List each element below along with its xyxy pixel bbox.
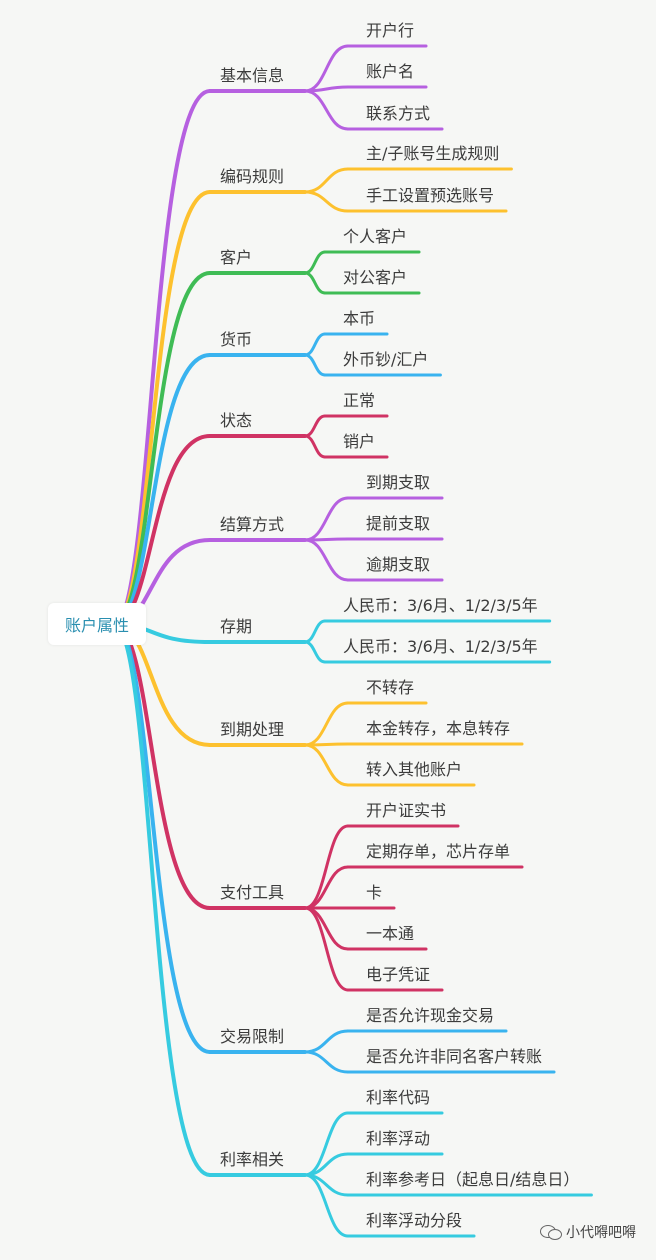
branch-label[interactable]: 到期处理 (220, 720, 284, 739)
leaf-label[interactable]: 到期支取 (366, 473, 430, 492)
leaf-label[interactable]: 逾期支取 (366, 555, 430, 574)
leaf-connector (303, 44, 350, 93)
branch-label[interactable]: 结算方式 (220, 515, 284, 534)
leaf-label[interactable]: 人民币：3/6月、1/2/3/5年 (343, 596, 538, 615)
leaf-label[interactable]: 利率代码 (366, 1088, 430, 1107)
branch-label[interactable]: 编码规则 (220, 167, 284, 186)
branch-label[interactable]: 状态 (220, 411, 252, 430)
leaf-label[interactable]: 开户证实书 (366, 801, 446, 820)
leaf-label[interactable]: 联系方式 (366, 104, 430, 123)
branch-label[interactable]: 交易限制 (220, 1027, 284, 1046)
leaf-label[interactable]: 不转存 (366, 678, 414, 697)
leaf-label[interactable]: 手工设置预选账号 (366, 186, 494, 205)
leaf-connector (303, 1029, 350, 1054)
leaf-connector (303, 824, 350, 910)
branch-label[interactable]: 客户 (220, 248, 252, 267)
leaf-label[interactable]: 人民币：3/6月、1/2/3/5年 (343, 637, 538, 656)
watermark-text: 小代嘚吧嘚 (566, 1225, 636, 1241)
root-node[interactable]: 账户属性 (48, 603, 146, 645)
leaf-label[interactable]: 提前支取 (366, 514, 430, 533)
leaf-label[interactable]: 外币钞/汇户 (343, 350, 428, 369)
leaf-connector (303, 353, 327, 377)
leaf-connector (303, 250, 327, 275)
leaf-connector (303, 1050, 350, 1074)
branch-label[interactable]: 货币 (220, 330, 252, 349)
branch-label[interactable]: 存期 (220, 617, 252, 636)
connector-lines (112, 44, 593, 1238)
leaf-label[interactable]: 本金转存，本息转存 (366, 719, 510, 738)
leaf-label[interactable]: 转入其他账户 (366, 760, 462, 779)
leaf-label[interactable]: 正常 (343, 391, 375, 410)
leaf-label[interactable]: 一本通 (366, 924, 414, 943)
leaf-connector (303, 743, 350, 787)
leaf-label[interactable]: 卡 (366, 883, 382, 902)
leaf-connector (303, 865, 350, 910)
root-label: 账户属性 (64, 616, 129, 635)
leaf-connector (303, 906, 350, 951)
leaf-connector (303, 434, 327, 459)
branch-connector (112, 622, 212, 1177)
leaf-label[interactable]: 销户 (343, 432, 375, 451)
leaf-connector (303, 414, 327, 438)
leaf-label[interactable]: 本币 (343, 309, 375, 328)
leaf-label[interactable]: 开户行 (366, 21, 414, 40)
leaf-connector (303, 1173, 350, 1238)
leaf-label[interactable]: 是否允许非同名客户转账 (366, 1047, 542, 1066)
wechat-icon (540, 1224, 562, 1240)
leaf-connector (303, 906, 350, 992)
leaf-connector (303, 496, 350, 542)
leaf-connector (303, 190, 350, 213)
leaf-connector (303, 701, 350, 747)
leaf-label[interactable]: 账户名 (366, 62, 414, 81)
leaf-connector (303, 332, 327, 357)
watermark: 小代嘚吧嘚 (540, 1222, 636, 1242)
leaf-label[interactable]: 对公客户 (343, 268, 407, 287)
branch-label[interactable]: 基本信息 (220, 66, 284, 85)
branch-label[interactable]: 支付工具 (220, 883, 284, 902)
leaf-connector (303, 167, 350, 194)
branch-connector (112, 622, 212, 910)
branch-label[interactable]: 利率相关 (220, 1150, 284, 1169)
leaf-connector (303, 271, 327, 295)
leaf-connector (303, 89, 350, 131)
leaf-label[interactable]: 是否允许现金交易 (366, 1006, 494, 1025)
leaf-label[interactable]: 电子凭证 (366, 965, 430, 984)
leaf-label[interactable]: 利率参考日（起息日/结息日） (366, 1170, 579, 1189)
leaf-label[interactable]: 个人客户 (343, 227, 407, 246)
leaf-connector (303, 538, 350, 582)
leaf-label[interactable]: 利率浮动分段 (366, 1211, 462, 1230)
leaf-label[interactable]: 定期存单，芯片存单 (366, 842, 510, 861)
leaf-connector (303, 640, 327, 664)
leaf-label[interactable]: 主/子账号生成规则 (366, 144, 499, 163)
leaf-label[interactable]: 利率浮动 (366, 1129, 430, 1148)
leaf-connector (303, 619, 327, 644)
